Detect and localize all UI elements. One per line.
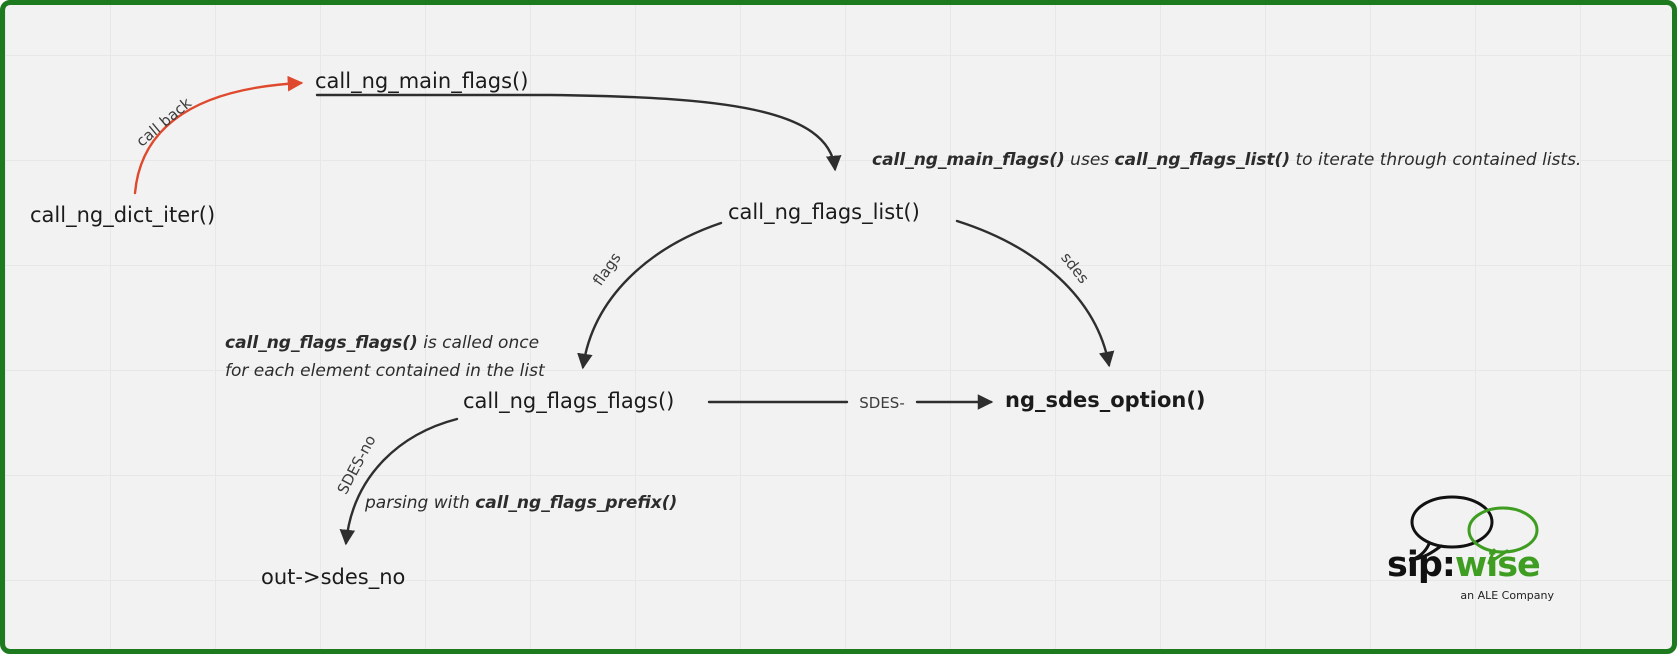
- note-main-flags-bold-2: call_ng_flags_list(): [1114, 150, 1291, 170]
- logo-brand-sip: sip:: [1387, 545, 1456, 585]
- edge-label-sdes-dash: SDES-: [859, 394, 904, 412]
- edge-flags-list-to-sdes-option: [955, 219, 1115, 368]
- edge-flags-list-to-flags-flags: [577, 221, 723, 370]
- node-out-sdes-no: out->sdes_no: [261, 565, 406, 589]
- edge-label-sdes: sdes: [1057, 249, 1092, 287]
- note-main-flags-text-2: to iterate through contained lists.: [1290, 150, 1582, 170]
- black-speech-bubble-icon: [1410, 495, 1494, 549]
- note-flags-flags-bold: call_ng_flags_flags(): [225, 333, 418, 353]
- node-call-ng-flags-flags: call_ng_flags_flags(): [463, 389, 675, 413]
- logo-tagline: an ALE Company: [1460, 589, 1554, 602]
- node-call-ng-main-flags: call_ng_main_flags(): [315, 69, 529, 93]
- edge-main-flags-to-flags-list: [315, 93, 842, 172]
- node-ng-sdes-option: ng_sdes_option(): [1005, 388, 1206, 412]
- edge-label-flags: flags: [589, 249, 624, 289]
- note-flags-flags-line-1: call_ng_flags_flags() is called once: [225, 329, 545, 357]
- note-main-flags-bold-1: call_ng_main_flags(): [872, 150, 1065, 170]
- note-prefix-text: parsing with: [365, 493, 476, 513]
- note-prefix-bold: call_ng_flags_prefix(): [475, 493, 678, 513]
- logo-brand-wise: wise: [1454, 545, 1541, 585]
- node-call-ng-flags-list: call_ng_flags_list(): [728, 200, 920, 224]
- logo-speech-bubbles: [1408, 495, 1539, 565]
- note-flags-flags-line-2: for each element contained in the list: [225, 361, 545, 382]
- note-flags-flags-text-1: is called once: [417, 333, 540, 353]
- edge-dict-iter-to-main-flags: [133, 75, 304, 195]
- black-bubble-tail-icon: [1408, 542, 1443, 562]
- edge-flags-flags-to-out-sdes-no: [339, 417, 459, 546]
- edge-label-call-back: call back: [133, 94, 196, 151]
- note-main-flags-text-1: uses: [1064, 150, 1115, 170]
- node-call-ng-dict-iter: call_ng_dict_iter(): [30, 203, 216, 227]
- note-main-flags: call_ng_main_flags() uses call_ng_flags_…: [872, 146, 1581, 174]
- note-flags-flags: call_ng_flags_flags() is called once for …: [225, 329, 545, 385]
- note-prefix: parsing with call_ng_flags_prefix(): [365, 489, 677, 517]
- green-bubble-tail-icon: [1487, 548, 1509, 565]
- edge-label-sdes-no: SDES-no: [334, 432, 380, 497]
- sipwise-logo: sip:wise an ALE Company: [1385, 493, 1560, 618]
- logo-brand-text: sip:wise: [1387, 545, 1541, 585]
